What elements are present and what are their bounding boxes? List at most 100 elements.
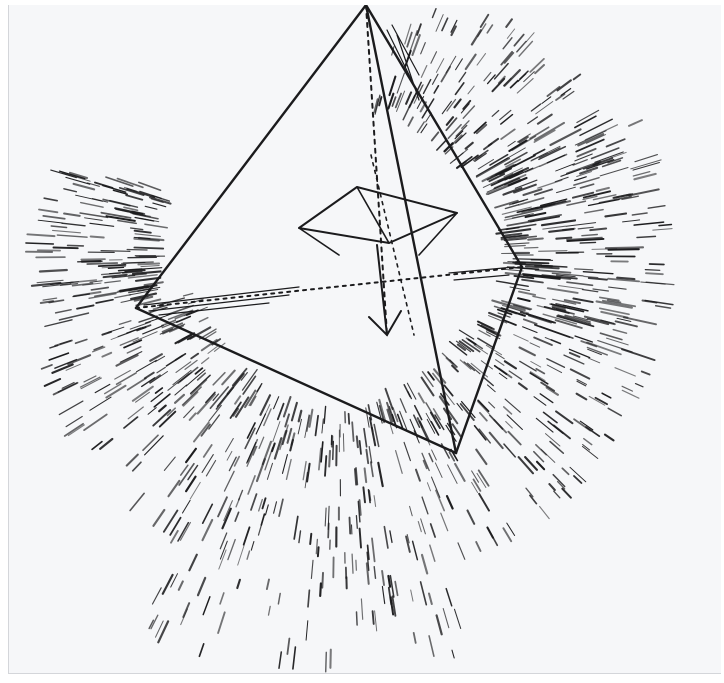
- hatch-stroke: [322, 419, 323, 433]
- hatch-stroke: [90, 397, 111, 410]
- hatch-stroke: [497, 281, 529, 286]
- hatch-stroke: [434, 86, 438, 93]
- hatch-stroke: [278, 404, 284, 420]
- hatch-stroke: [432, 450, 437, 460]
- hatch-stroke: [476, 450, 486, 464]
- hatch-stroke: [76, 340, 87, 344]
- hatch-stroke: [218, 612, 225, 633]
- hatch-stroke: [299, 531, 301, 543]
- hatch-stroke: [360, 529, 361, 548]
- hatch-stroke: [585, 210, 603, 213]
- hatch-stroke: [503, 528, 511, 541]
- hatch-stroke: [248, 476, 255, 494]
- hatch-stroke: [178, 523, 188, 541]
- hatch-stroke: [322, 573, 323, 588]
- hatch-stroke: [506, 422, 513, 429]
- hatch-stroke: [360, 441, 361, 454]
- hatch-stroke: [163, 575, 173, 594]
- hatch-stroke: [421, 43, 426, 54]
- hatch-stroke: [141, 266, 159, 267]
- hatch-stroke: [475, 426, 486, 440]
- hatch-stroke: [392, 97, 395, 106]
- hatch-stroke: [183, 603, 189, 617]
- hatch-stroke: [463, 101, 470, 109]
- hatch-stroke: [357, 436, 358, 447]
- hatch-stroke: [203, 520, 213, 540]
- hatch-stroke: [436, 59, 443, 73]
- hatch-stroke: [536, 369, 544, 374]
- hatch-stroke: [487, 385, 495, 392]
- hatch-stroke: [76, 195, 103, 201]
- hatch-stroke: [557, 187, 576, 192]
- hatch-stroke: [615, 368, 635, 376]
- hatch-stroke: [504, 407, 512, 414]
- hatch-stroke: [433, 74, 439, 84]
- hatch-stroke: [135, 234, 160, 237]
- hatch-stroke: [38, 220, 62, 223]
- hatch-stroke: [175, 385, 187, 395]
- hatch-stroke: [547, 365, 561, 373]
- hatch-stroke: [77, 305, 93, 308]
- hatch-stroke: [418, 522, 421, 532]
- hatch-stroke: [90, 223, 114, 226]
- hatch-stroke: [448, 465, 458, 484]
- hatch-stroke: [243, 370, 258, 391]
- hatch-stroke: [199, 644, 203, 656]
- hatch-stroke: [547, 155, 564, 163]
- hatch-stroke: [186, 477, 195, 492]
- hatch-stroke: [225, 471, 235, 491]
- hatch-stroke: [111, 332, 131, 339]
- hatch-stroke: [40, 270, 67, 272]
- hatch-stroke: [423, 372, 434, 387]
- hatch-stroke: [574, 178, 599, 185]
- hatch-stroke: [203, 597, 210, 615]
- hatch-stroke: [581, 184, 594, 188]
- hatch-stroke: [68, 245, 84, 246]
- hatch-stroke: [549, 484, 554, 490]
- hatch-stroke: [549, 229, 573, 232]
- hatch-stroke: [422, 428, 430, 445]
- hatch-stroke: [582, 235, 597, 236]
- hatch-stroke: [164, 511, 178, 532]
- hatch-stroke: [198, 578, 205, 595]
- hatch-stroke: [400, 411, 407, 429]
- hatch-stroke: [235, 512, 238, 521]
- hatch-stroke: [259, 515, 265, 536]
- hatch-stroke: [474, 479, 481, 491]
- hatch-stroke: [356, 516, 357, 529]
- hatch-stroke: [602, 393, 611, 398]
- hatch-stroke: [413, 35, 420, 55]
- hatch-stroke: [408, 392, 412, 399]
- hatch-stroke: [82, 261, 101, 262]
- hatch-stroke: [382, 571, 384, 585]
- hatch-stroke: [115, 295, 131, 298]
- hatch-stroke: [324, 406, 325, 423]
- hatch-stroke: [310, 534, 311, 544]
- hatch-stroke: [646, 273, 663, 274]
- hatch-stroke: [321, 442, 323, 462]
- hatch-stroke: [443, 609, 449, 628]
- hatch-stroke: [45, 379, 60, 386]
- hatch-stroke: [597, 188, 609, 191]
- hatch-stroke: [364, 429, 367, 447]
- hatch-stroke: [501, 129, 515, 139]
- hatch-stroke: [452, 650, 454, 658]
- hatch-stroke: [45, 320, 72, 327]
- hatch-stroke: [375, 611, 377, 631]
- hatch-stroke: [267, 463, 272, 479]
- hatch-stroke: [217, 394, 227, 407]
- hatch-stroke: [117, 373, 137, 384]
- hatch-stroke: [520, 348, 535, 356]
- hatch-stroke: [531, 104, 540, 111]
- hatch-stroke: [411, 590, 413, 601]
- hatch-stroke: [96, 300, 113, 303]
- hatch-stroke: [99, 265, 126, 266]
- hatch-stroke: [459, 73, 466, 82]
- hatch-stroke: [153, 588, 162, 604]
- hatch-stroke: [605, 214, 626, 217]
- hatch-stroke: [487, 25, 492, 33]
- hatch-stroke: [374, 496, 376, 507]
- hatch-stroke: [570, 353, 580, 357]
- hatch-stroke: [397, 73, 404, 93]
- hatch-stroke: [524, 248, 538, 249]
